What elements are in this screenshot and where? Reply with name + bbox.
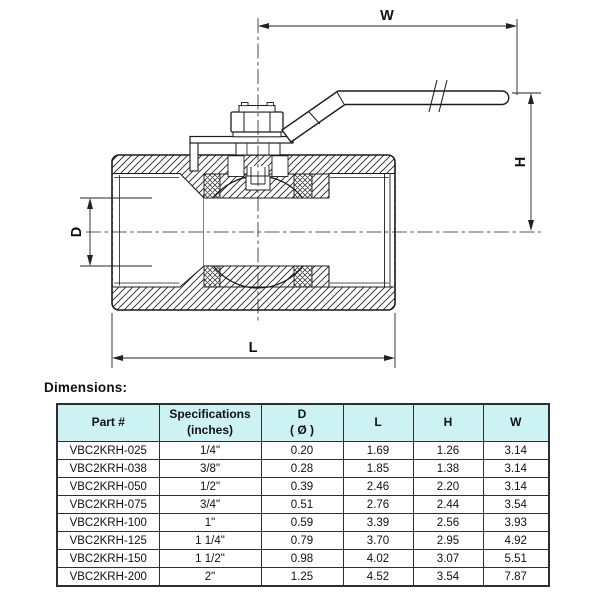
col-header-d: D ( Ø ) bbox=[260, 403, 344, 442]
table-cell: 1.25 bbox=[260, 567, 344, 587]
valve-seats bbox=[203, 173, 313, 288]
valve-technical-drawing: W H D L bbox=[69, 8, 541, 368]
table-cell: 1.26 bbox=[412, 441, 484, 460]
handle-stop-tab bbox=[189, 141, 199, 172]
table-cell: VBC2KRH-150 bbox=[56, 549, 160, 568]
table-cell: 3.54 bbox=[412, 567, 484, 587]
table-cell: 0.39 bbox=[260, 477, 344, 496]
table-cell: 5.51 bbox=[482, 549, 550, 568]
dimension-lines bbox=[80, 19, 541, 368]
table-cell: 4.52 bbox=[342, 567, 414, 587]
dim-label-w: W bbox=[380, 8, 394, 24]
table-cell: 0.98 bbox=[260, 549, 344, 568]
table-cell: 0.51 bbox=[260, 495, 344, 514]
dim-label-h: H bbox=[513, 157, 529, 167]
table-cell: 3.14 bbox=[482, 459, 550, 478]
table-cell: 3.93 bbox=[482, 513, 550, 532]
table-cell: 0.28 bbox=[260, 459, 344, 478]
col-header-part: Part # bbox=[56, 403, 160, 442]
table-cell: 3.14 bbox=[482, 477, 550, 496]
table-cell: 2.56 bbox=[412, 513, 484, 532]
table-cell: 1 1/2" bbox=[158, 549, 262, 568]
table-cell: VBC2KRH-100 bbox=[56, 513, 160, 532]
table-cell: 1.38 bbox=[412, 459, 484, 478]
table-cell: 1/2" bbox=[158, 477, 262, 496]
table-cell: 0.59 bbox=[260, 513, 344, 532]
table-cell: 2.46 bbox=[342, 477, 414, 496]
table-cell: VBC2KRH-125 bbox=[56, 531, 160, 550]
section-title: Dimensions: bbox=[44, 380, 128, 395]
table-cell: 3.07 bbox=[412, 549, 484, 568]
table-cell: 2.95 bbox=[412, 531, 484, 550]
table-cell: 1/4" bbox=[158, 441, 262, 460]
stem-top-washer bbox=[238, 105, 276, 113]
table-cell: 0.20 bbox=[260, 441, 344, 460]
dim-label-l: L bbox=[249, 340, 258, 356]
table-cell: 2.76 bbox=[342, 495, 414, 514]
table-cell: 1.85 bbox=[342, 459, 414, 478]
dim-label-d: D bbox=[69, 227, 85, 237]
stem-hardware bbox=[189, 102, 294, 172]
table-cell: 7.87 bbox=[482, 567, 550, 587]
table-cell: 2" bbox=[158, 567, 262, 587]
table-cell: 4.02 bbox=[342, 549, 414, 568]
table-cell: 3.54 bbox=[482, 495, 550, 514]
table-cell: VBC2KRH-038 bbox=[56, 459, 160, 478]
table-header: Part # Specifications (inches) D ( Ø ) L… bbox=[56, 403, 550, 442]
table-cell: 2.20 bbox=[412, 477, 484, 496]
col-header-l: L bbox=[342, 403, 414, 442]
col-header-specifications: Specifications (inches) bbox=[158, 403, 262, 442]
table-cell: 3/4" bbox=[158, 495, 262, 514]
table-cell: 3.39 bbox=[342, 513, 414, 532]
dimension-arrows bbox=[87, 23, 534, 361]
col-header-h: H bbox=[412, 403, 484, 442]
table-cell: 0.79 bbox=[260, 531, 344, 550]
handle-break-mark bbox=[428, 79, 448, 113]
valve-handle bbox=[281, 79, 510, 143]
table-cell: 3/8" bbox=[158, 459, 262, 478]
dimensions-table: Part # Specifications (inches) D ( Ø ) L… bbox=[56, 403, 550, 587]
table-cell: 2.44 bbox=[412, 495, 484, 514]
table-cell: 3.14 bbox=[482, 441, 550, 460]
table-cell: VBC2KRH-050 bbox=[56, 477, 160, 496]
table-cell: 3.70 bbox=[342, 531, 414, 550]
table-cell: 1.69 bbox=[342, 441, 414, 460]
col-header-w: W bbox=[482, 403, 550, 442]
table-cell: 4.92 bbox=[482, 531, 550, 550]
table-cell: VBC2KRH-200 bbox=[56, 567, 160, 587]
stem-nut bbox=[230, 111, 284, 133]
table-cell: 1 1/4" bbox=[158, 531, 262, 550]
table-cell: 1" bbox=[158, 513, 262, 532]
handle-plate bbox=[189, 135, 294, 144]
table-cell: VBC2KRH-025 bbox=[56, 441, 160, 460]
table-cell: VBC2KRH-075 bbox=[56, 495, 160, 514]
